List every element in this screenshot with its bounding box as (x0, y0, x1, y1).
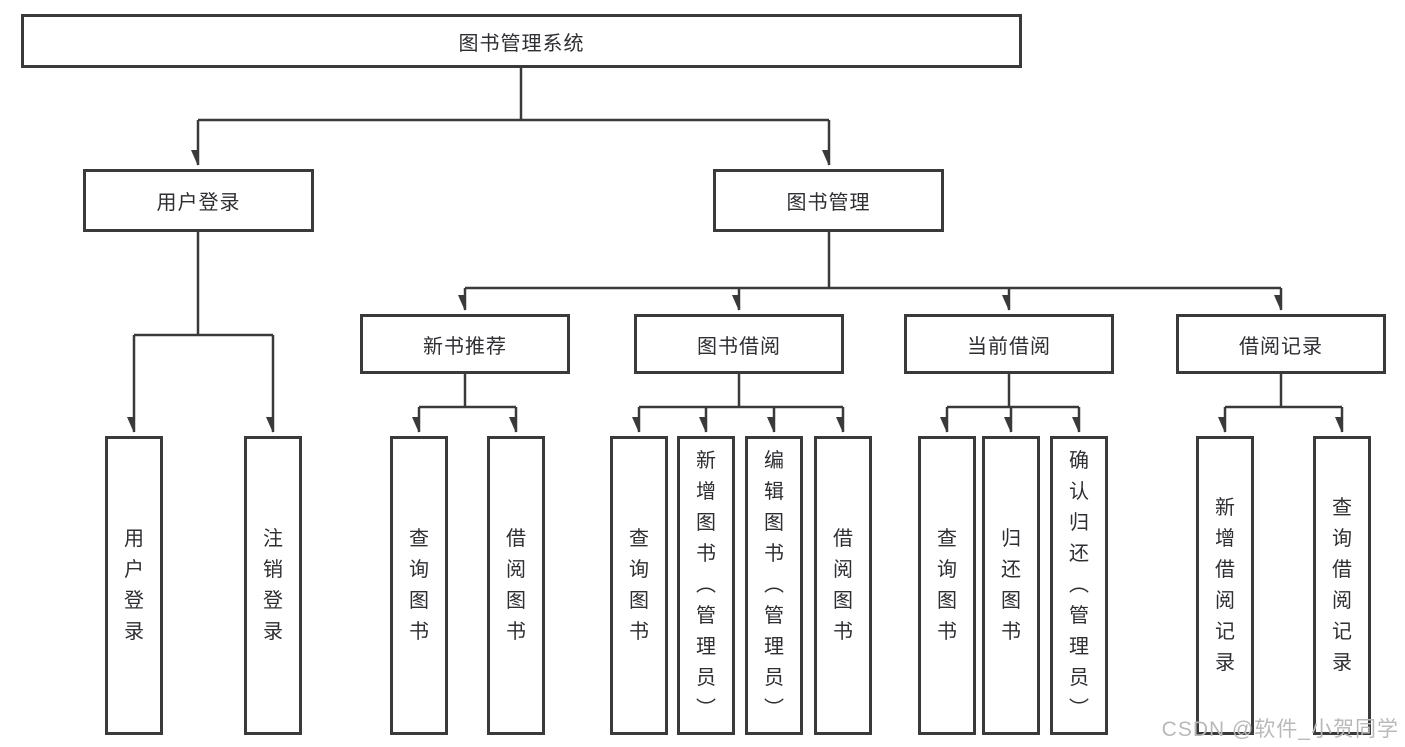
leaf-logout: 注销登录 (244, 436, 302, 735)
leaf-borrow-book-rec-label: 借阅图书 (506, 527, 526, 643)
node-book-borrow: 图书借阅 (634, 314, 844, 374)
leaf-add-borrow-record: 新增借阅记录 (1196, 436, 1254, 735)
leaf-confirm-return-label: 确认归还︵管理员︶ (1069, 450, 1089, 720)
leaf-return-book-label: 归还图书 (1001, 527, 1021, 643)
node-book-mgmt-label: 图书管理 (786, 192, 871, 214)
leaf-query-book-rec-label: 查询图书 (409, 527, 429, 643)
csdn-watermark: CSDN @软件_小贺同学 (1161, 718, 1399, 741)
leaf-query-borrow-record: 查询借阅记录 (1313, 436, 1371, 735)
leaf-add-book: 新增图书︵管理员︶ (677, 436, 735, 735)
leaf-edit-book: 编辑图书︵管理员︶ (745, 436, 803, 735)
leaf-borrow-book-borrow: 借阅图书 (814, 436, 872, 735)
node-book-mgmt: 图书管理 (713, 169, 944, 232)
leaf-edit-book-label: 编辑图书︵管理员︶ (764, 450, 784, 720)
leaf-borrow-book-borrow-label: 借阅图书 (833, 527, 853, 643)
leaf-return-book: 归还图书 (982, 436, 1040, 735)
node-new-book-rec: 新书推荐 (360, 314, 570, 374)
leaf-query-book-current: 查询图书 (918, 436, 976, 735)
leaf-query-book-borrow: 查询图书 (610, 436, 668, 735)
node-current-borrow: 当前借阅 (904, 314, 1114, 374)
leaf-add-book-label: 新增图书︵管理员︶ (696, 450, 716, 720)
node-user-login-label: 用户登录 (156, 192, 241, 214)
leaf-add-borrow-record-label: 新增借阅记录 (1215, 496, 1235, 674)
leaf-logout-label: 注销登录 (263, 527, 283, 643)
node-user-login: 用户登录 (83, 169, 314, 232)
leaf-query-book-rec: 查询图书 (390, 436, 448, 735)
leaf-user-login: 用户登录 (105, 436, 163, 735)
leaf-query-borrow-record-label: 查询借阅记录 (1332, 496, 1352, 674)
leaf-user-login-label: 用户登录 (124, 527, 144, 643)
leaf-confirm-return: 确认归还︵管理员︶ (1050, 436, 1108, 735)
node-borrow-record: 借阅记录 (1176, 314, 1386, 374)
leaf-query-book-current-label: 查询图书 (937, 527, 957, 643)
node-new-book-rec-label: 新书推荐 (423, 335, 507, 358)
node-root-label: 图书管理系统 (458, 32, 585, 55)
node-root: 图书管理系统 (21, 14, 1022, 68)
leaf-borrow-book-rec: 借阅图书 (487, 436, 545, 735)
node-book-borrow-label: 图书借阅 (697, 335, 781, 358)
node-borrow-record-label: 借阅记录 (1239, 335, 1323, 358)
leaf-query-book-borrow-label: 查询图书 (629, 527, 649, 643)
node-current-borrow-label: 当前借阅 (967, 335, 1051, 358)
